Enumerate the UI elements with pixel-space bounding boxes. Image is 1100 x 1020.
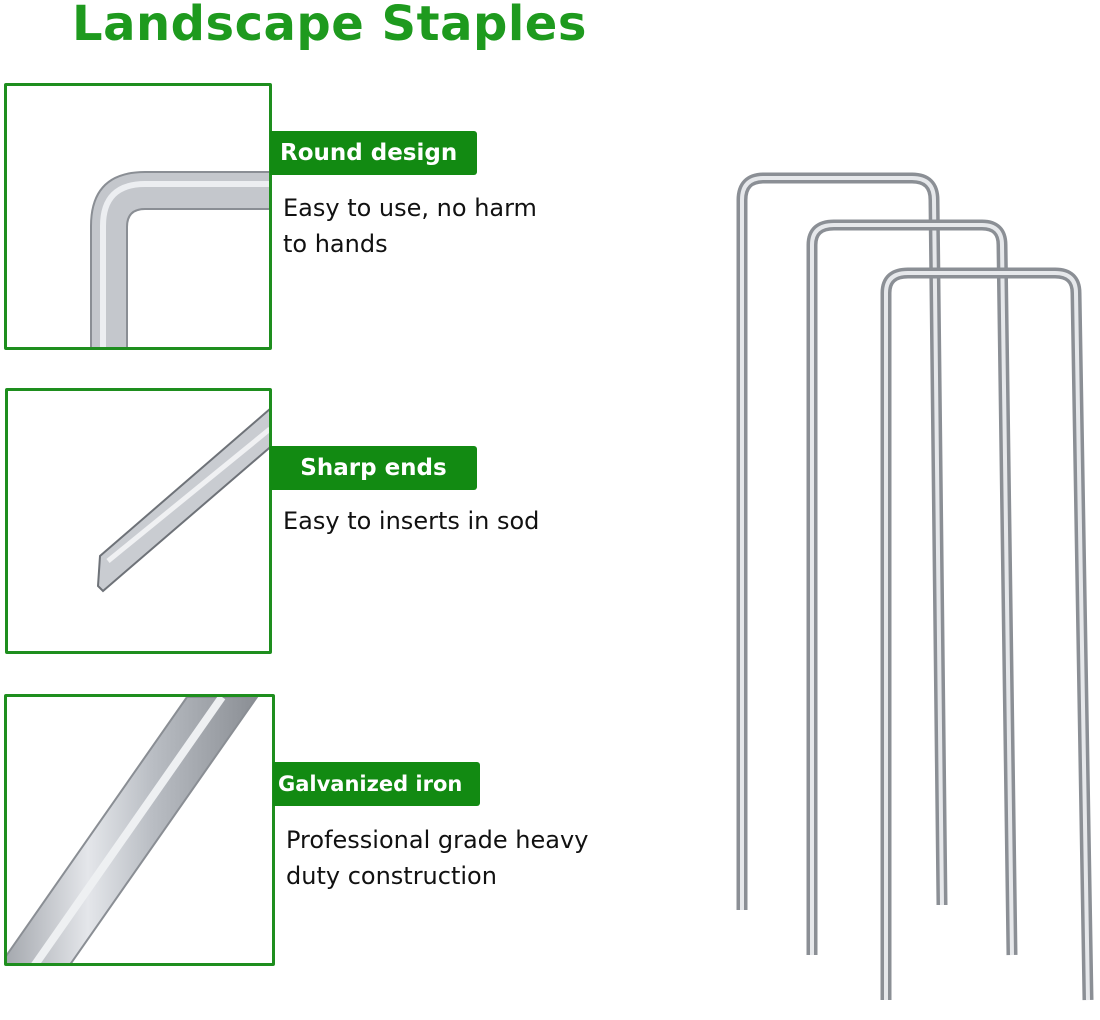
sharp-ends-image: [5, 388, 272, 654]
feature-description: Easy to inserts in sod: [283, 507, 540, 535]
galvanized-iron-image: [4, 694, 275, 966]
page-title: Landscape Staples: [72, 0, 587, 52]
staples-product-icon: [736, 172, 1094, 1001]
round-corner-closeup-icon: [90, 171, 269, 347]
feature-description: Professional grade heavy duty constructi…: [286, 826, 589, 890]
feature-label-round-design: Round design: [270, 131, 477, 175]
wire-closeup-icon: [7, 697, 259, 963]
round-design-image: [4, 83, 272, 350]
feature-label-galvanized-iron: Galvanized iron: [273, 762, 480, 806]
feature-description: Easy to use, no harm to hands: [283, 194, 537, 258]
feature-label-sharp-ends: Sharp ends: [270, 446, 477, 490]
sharp-tip-closeup-icon: [96, 408, 269, 593]
